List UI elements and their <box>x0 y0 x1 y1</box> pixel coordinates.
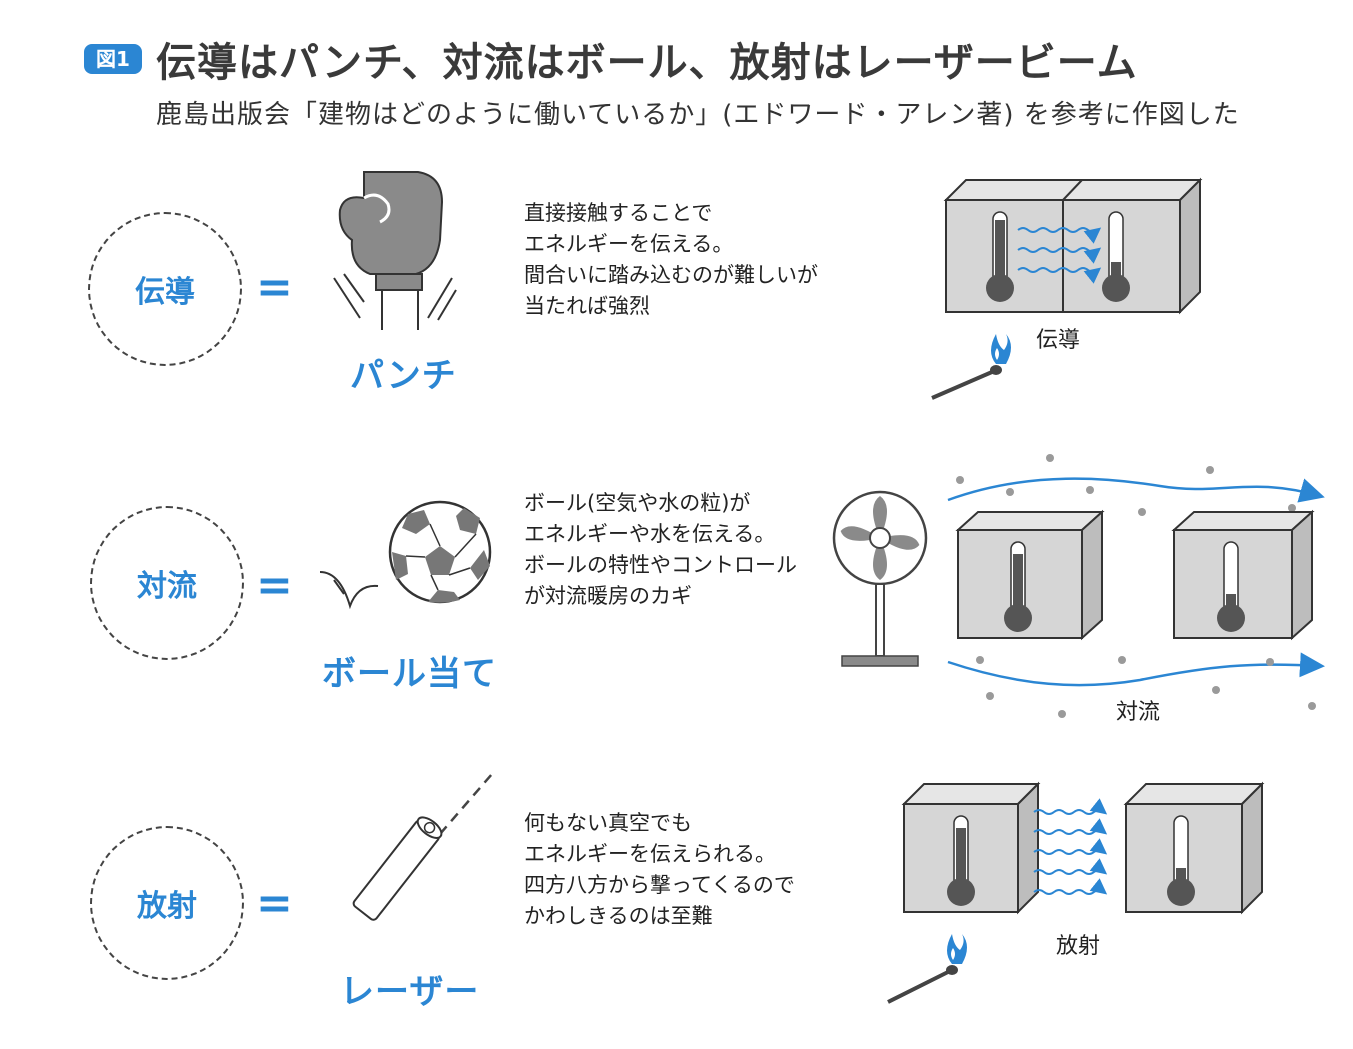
description-conduction: 直接接触することで エネルギーを伝える。 間合いに踏み込むのが難しいが 当たれば… <box>524 198 818 322</box>
soccer-ball-icon <box>319 500 492 610</box>
page-subtitle: 鹿島出版会「建物はどのように働いているか」(エドワード・アレン著) を参考に作図… <box>156 100 1240 130</box>
term-label-convection: 対流 <box>137 569 197 604</box>
diagram-label-convection: 対流 <box>1116 700 1161 725</box>
convection-diagram <box>832 454 1325 718</box>
desc-line: 四方八方から撃ってくるので <box>524 873 795 897</box>
desc-line: が対流暖房のカギ <box>524 584 692 608</box>
term-circle-conduction: 伝導 <box>88 212 242 366</box>
desc-line: ボールの特性やコントロール <box>524 553 797 577</box>
equals-sign-conduction: = <box>256 262 293 313</box>
desc-line: ボール(空気や水の粒)が <box>524 491 751 515</box>
term-circle-radiation: 放射 <box>90 826 244 980</box>
radiation-diagram <box>887 781 1265 1004</box>
diagram-label-conduction: 伝導 <box>1036 328 1081 353</box>
desc-line: エネルギーを伝える。 <box>524 232 734 256</box>
conduction-diagram <box>931 177 1203 400</box>
laser-pointer-icon <box>352 773 493 921</box>
diagram-label-radiation: 放射 <box>1056 934 1101 959</box>
desc-line: 何もない真空でも <box>524 811 692 835</box>
desc-line: エネルギーを伝えられる。 <box>524 842 776 866</box>
term-circle-convection: 対流 <box>90 506 244 660</box>
metaphor-laser: レーザー <box>340 972 480 1012</box>
equals-sign-convection: = <box>256 560 293 611</box>
desc-line: 直接接触することで <box>524 201 713 225</box>
figure-badge: 図1 <box>84 44 142 74</box>
term-label-radiation: 放射 <box>137 889 197 924</box>
desc-line: 当たれば強烈 <box>524 294 650 318</box>
desc-line: かわしきるのは至難 <box>524 904 713 928</box>
page-title: 伝導はパンチ、対流はボール、放射はレーザービーム <box>156 40 1138 86</box>
metaphor-punch: パンチ <box>350 356 457 396</box>
desc-line: エネルギーや水を伝える。 <box>524 522 776 546</box>
description-convection: ボール(空気や水の粒)が エネルギーや水を伝える。 ボールの特性やコントロール … <box>524 488 797 612</box>
term-label-conduction: 伝導 <box>135 275 195 310</box>
description-radiation: 何もない真空でも エネルギーを伝えられる。 四方八方から撃ってくるので かわしき… <box>524 808 795 932</box>
boxing-glove-icon <box>333 171 457 330</box>
metaphor-ball: ボール当て <box>322 654 497 694</box>
desc-line: 間合いに踏み込むのが難しいが <box>524 263 818 287</box>
equals-sign-radiation: = <box>256 878 293 929</box>
